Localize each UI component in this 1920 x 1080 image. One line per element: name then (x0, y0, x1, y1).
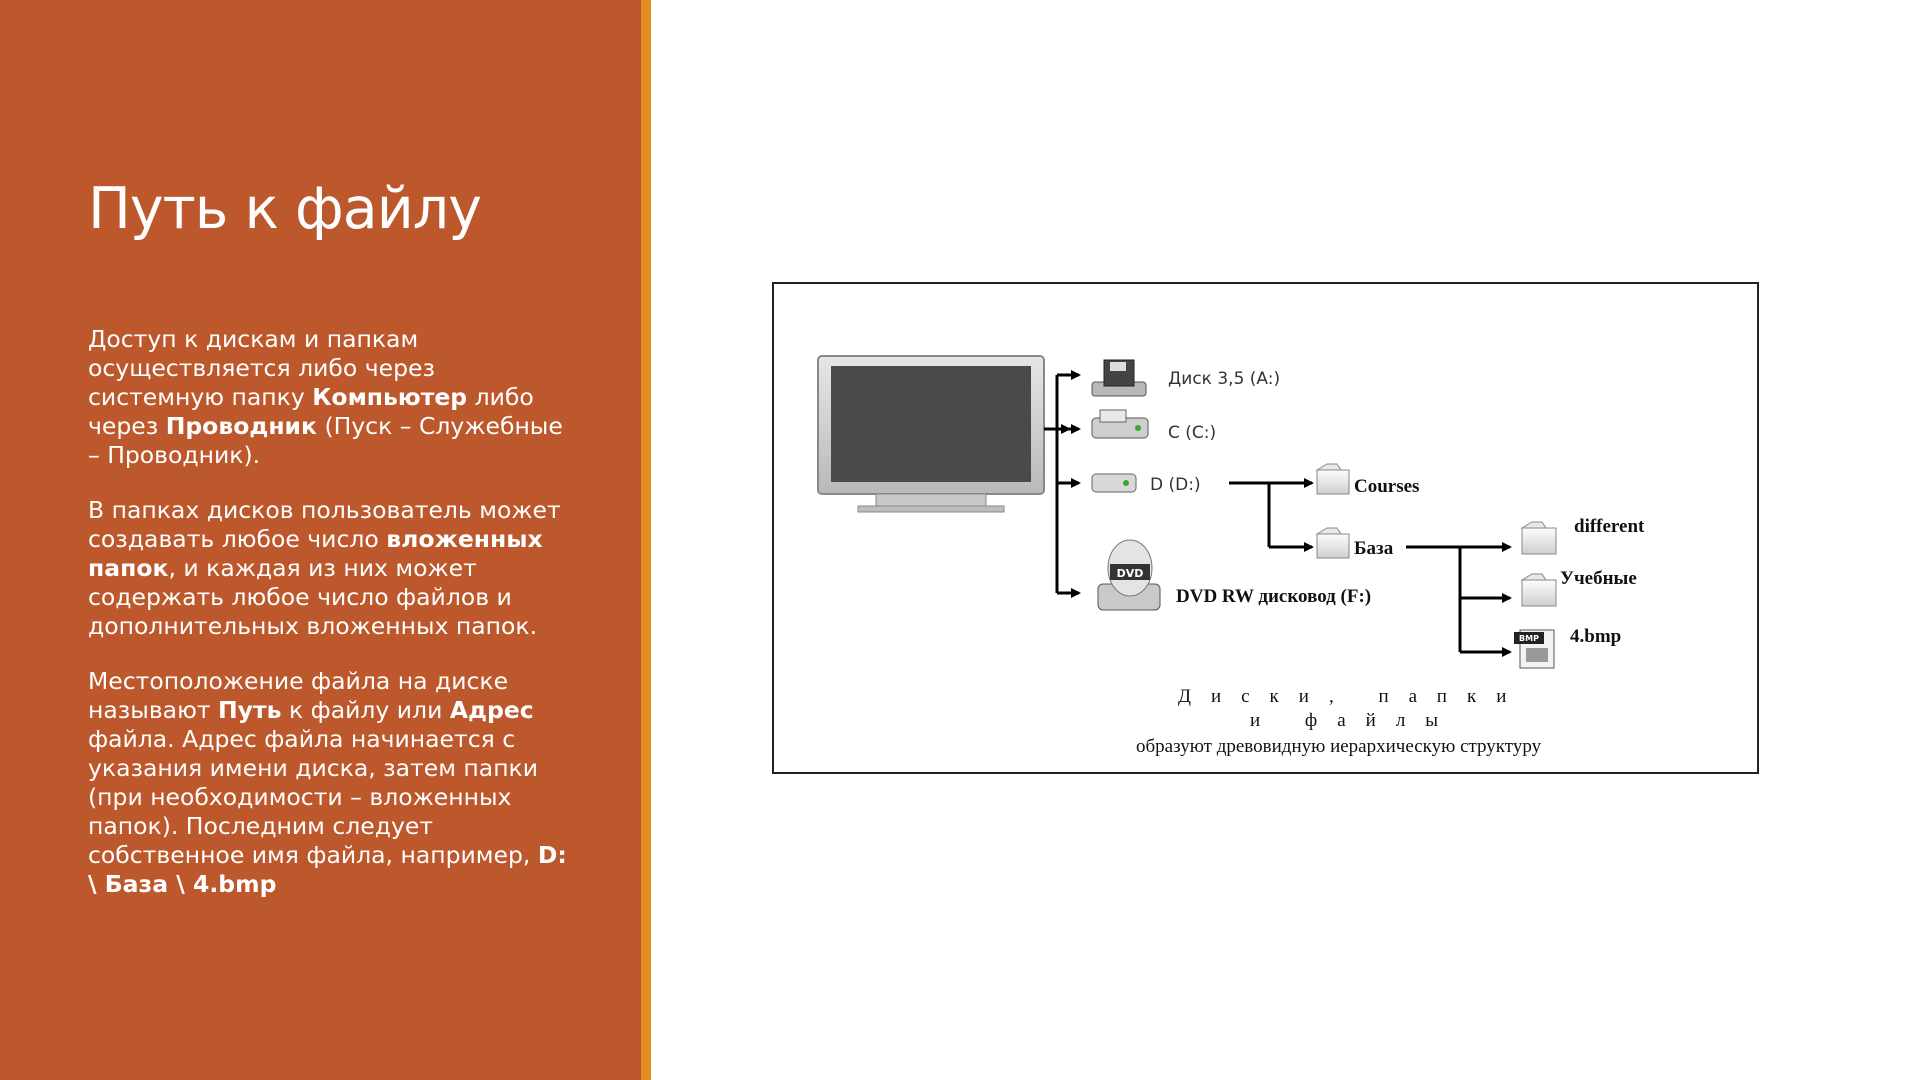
text: к файлу или (281, 696, 450, 724)
slide-title: Путь к файлу (88, 176, 482, 242)
text: (Пуск – Служебные – Проводник). (88, 412, 563, 469)
bmp-file-icon: BMP (1514, 629, 1555, 669)
text: либо через (88, 383, 534, 440)
folder-icon (1315, 463, 1350, 495)
body-text: Доступ к дискам и папкам осуществляется … (88, 325, 578, 925)
caption-line-3: образуют древовидную иерархическую струк… (1136, 736, 1542, 757)
paragraph-access: Доступ к дискам и папкам осуществляется … (88, 325, 578, 470)
file-tree-diagram: Диск 3,5 (A:) C (C:) D (D:) DVD DVD RW д… (772, 282, 1759, 774)
folder-baza-label: База (1354, 538, 1394, 559)
drive-d-label: D (D:) (1150, 475, 1201, 495)
bold-term: Путь (218, 696, 282, 724)
bold-term: Адрес (449, 696, 534, 724)
dvd-drive-icon: DVD (1097, 539, 1161, 611)
bmp-icon-text: BMP (1519, 634, 1539, 643)
bold-term: вложенных папок (88, 525, 543, 582)
floppy-drive-label: Диск 3,5 (A:) (1168, 369, 1280, 389)
bold-term: Проводник (165, 412, 317, 440)
folder-courses-label: Courses (1354, 476, 1419, 497)
paragraph-folders: В папках дисков пользователь может созда… (88, 496, 578, 641)
caption-line-1: Диски, папки (1178, 686, 1526, 707)
file-4bmp-label: 4.bmp (1570, 626, 1621, 647)
text: файла. Адрес файла начинается с указания… (88, 725, 539, 869)
text: , и каждая из них может содержать любое … (88, 554, 538, 640)
diagram-canvas: Диск 3,5 (A:) C (C:) D (D:) DVD DVD RW д… (817, 355, 1645, 757)
drive-c-label: C (C:) (1168, 423, 1216, 443)
folder-uchebnye-label: Учебные (1560, 568, 1637, 589)
caption-line-2: и файлы (1250, 710, 1458, 731)
floppy-drive-icon (1091, 359, 1147, 397)
dvd-drive-label: DVD RW дисковод (F:) (1176, 586, 1371, 607)
paragraph-path: Местоположение файла на диске называют П… (88, 667, 578, 899)
text: Доступ к дискам и папкам осуществляется … (88, 325, 435, 411)
left-panel (0, 0, 641, 1080)
accent-bar (641, 0, 651, 1080)
path-example: D: \ База \ 4.bmp (88, 841, 567, 898)
hard-drive-c-icon (1091, 409, 1149, 439)
computer-monitor-icon (817, 355, 1045, 513)
dvd-icon-text: DVD (1117, 567, 1144, 580)
folder-different-label: different (1574, 516, 1645, 537)
folder-icon (1520, 521, 1557, 555)
folder-icon (1315, 527, 1350, 559)
folder-icon (1520, 573, 1557, 607)
bold-term: Компьютер (312, 383, 468, 411)
text: Местоположение файла на диске называют (88, 667, 509, 724)
text: В папках дисков пользователь может созда… (88, 496, 561, 553)
hard-drive-d-icon (1091, 473, 1137, 493)
